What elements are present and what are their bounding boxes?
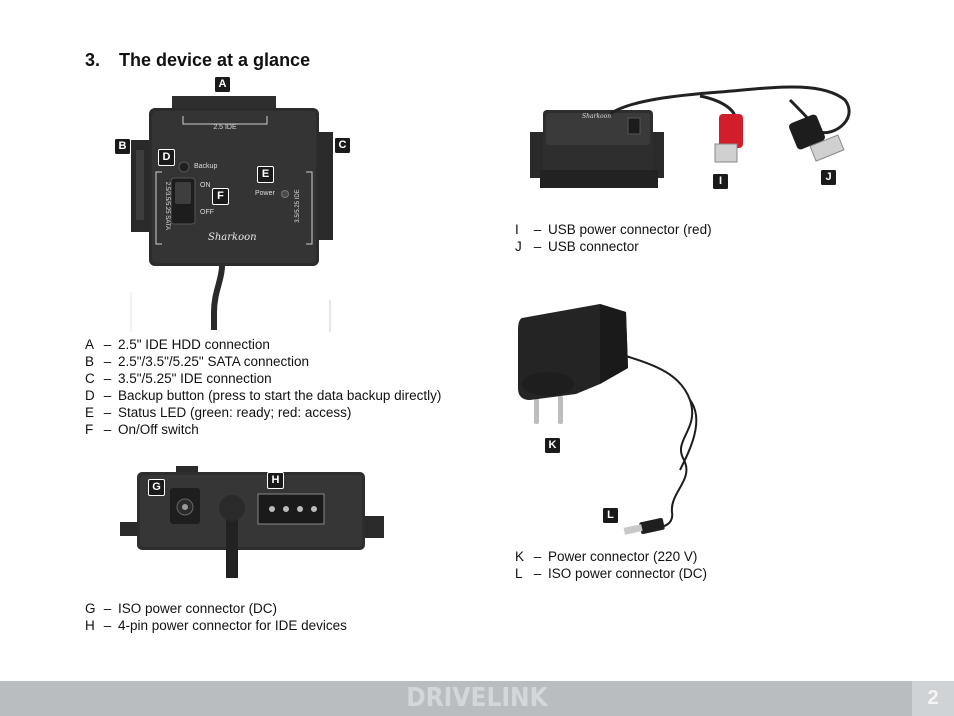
legend-item: J–USB connector bbox=[515, 239, 639, 254]
device-brand-logo: Sharkoon bbox=[208, 232, 257, 243]
label-h: H bbox=[267, 472, 284, 489]
legend-psu: K–Power connector (220 V) L–ISO power co… bbox=[515, 548, 875, 582]
legend-item: I–USB power connector (red) bbox=[515, 222, 712, 237]
device-print-ide35: 3.5/5.25 IDE bbox=[295, 189, 301, 223]
label-f: F bbox=[212, 188, 229, 205]
label-i: I bbox=[712, 173, 729, 190]
device-print-off: OFF bbox=[200, 209, 214, 216]
device-print-power: Power bbox=[255, 190, 275, 197]
legend-item: H–4-pin power connector for IDE devices bbox=[85, 618, 347, 633]
legend-item: E–Status LED (green: ready; red: access) bbox=[85, 405, 352, 420]
label-g: G bbox=[148, 479, 165, 496]
footer-brand: DRIVELINK bbox=[406, 683, 548, 713]
legend-device-rear: G–ISO power connector (DC) H–4-pin power… bbox=[85, 600, 442, 634]
legend-device-front: A–2.5" IDE HDD connection B–2.5"/3.5"/5.… bbox=[85, 336, 442, 438]
legend-item: B–2.5"/3.5"/5.25" SATA connection bbox=[85, 354, 309, 369]
legend-item: L–ISO power connector (DC) bbox=[515, 566, 708, 581]
section-number: 3. bbox=[85, 50, 101, 70]
legend-item: F–On/Off switch bbox=[85, 422, 199, 437]
legend-item: G–ISO power connector (DC) bbox=[85, 601, 278, 616]
label-e: E bbox=[257, 166, 274, 183]
label-j: J bbox=[820, 169, 837, 186]
legend-usb: I–USB power connector (red) J–USB connec… bbox=[515, 221, 875, 255]
device-print-ide25: 2.5 IDE bbox=[213, 124, 237, 131]
device-print-on: ON bbox=[200, 182, 211, 189]
label-l: L bbox=[602, 507, 619, 524]
page-number-box bbox=[912, 681, 954, 716]
page-number: 2 bbox=[927, 687, 939, 709]
device-print-backup: Backup bbox=[194, 163, 218, 170]
legend-item: K–Power connector (220 V) bbox=[515, 549, 698, 564]
label-k: K bbox=[544, 437, 561, 454]
legend-item: C–3.5"/5.25" IDE connection bbox=[85, 371, 272, 386]
page-footer: DRIVELINK 2 bbox=[0, 681, 954, 716]
section-title: 3. The device at a glance bbox=[85, 50, 310, 71]
label-a: A bbox=[214, 76, 231, 93]
label-c: C bbox=[334, 137, 351, 154]
legend-item: A–2.5" IDE HDD connection bbox=[85, 337, 270, 352]
usb-device-brand-logo: Sharkoon bbox=[582, 113, 612, 120]
label-b: B bbox=[114, 138, 131, 155]
device-print-sata: 2.5/3.5/5.25 SATA bbox=[164, 181, 170, 231]
legend-item: D–Backup button (press to start the data… bbox=[85, 388, 442, 403]
label-d: D bbox=[158, 149, 175, 166]
section-title-text: The device at a glance bbox=[119, 50, 311, 70]
